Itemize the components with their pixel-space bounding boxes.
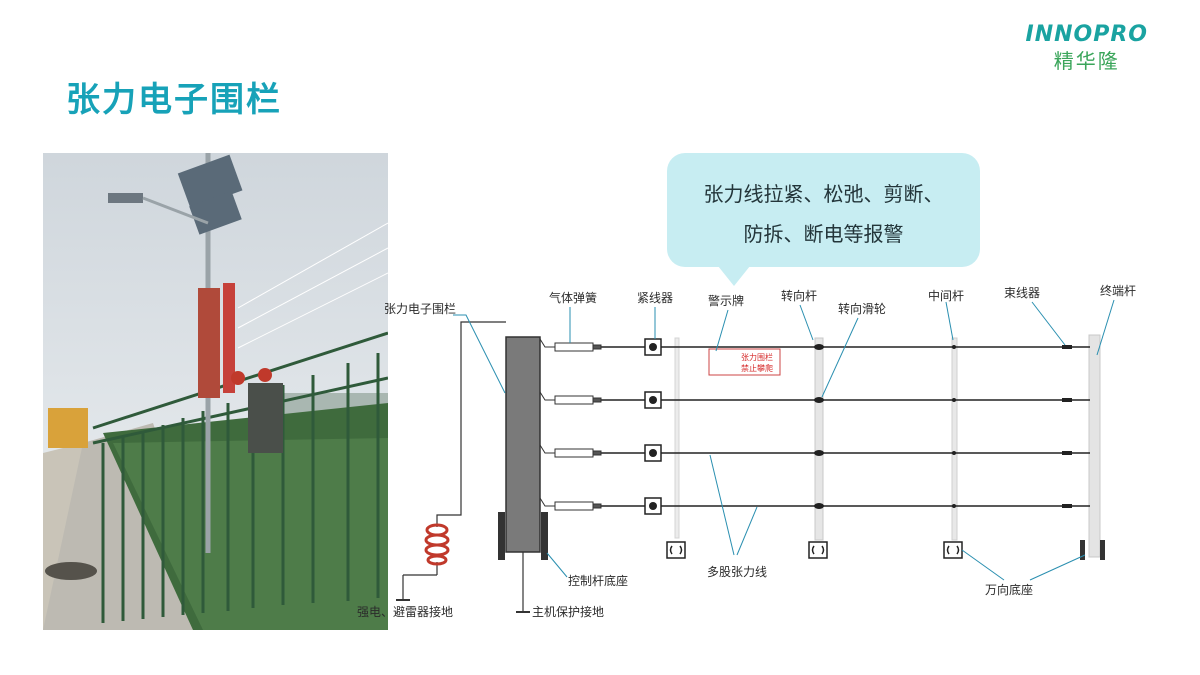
label-bundler: 束线器 [1004,286,1040,300]
label-gas-spring: 气体弹簧 [549,290,597,305]
middle-pole-clips [952,345,956,508]
wire-bundlers [1062,345,1072,508]
label-universal-base: 万向底座 [985,582,1033,597]
brand-name-cn: 精华隆 [1053,49,1120,73]
turn-pulleys [814,344,824,509]
brand-logo: INNOPRO 精华隆 [1026,22,1148,74]
label-tightener: 紧线器 [637,291,673,305]
label-end-pole: 终端杆 [1100,283,1136,298]
middle-pole [951,337,958,541]
label-host-ground: 主机保护接地 [532,604,604,619]
label-multi-wire: 多股张力线 [707,565,767,579]
brand-name-en: INNOPRO [1025,22,1148,47]
label-control-base: 控制杆底座 [568,573,628,588]
fence-photo [43,153,388,630]
label-warning-sign: 警示牌 [708,293,744,308]
wire-tighteners [644,338,662,515]
label-turn-pulley: 转向滑轮 [838,301,886,316]
control-base-left [498,512,505,560]
page-title: 张力电子围栏 [66,80,282,120]
callout-tail [718,266,750,286]
warning-sign [708,348,781,376]
label-middle-pole: 中间杆 [928,288,964,303]
tension-wires [600,346,1090,507]
callout-line-2: 防拆、断电等报警 [743,222,904,246]
lightning-arrester [424,523,450,566]
turn-pole [814,337,824,541]
gas-springs [554,342,602,511]
callout-line-1: 张力线拉紧、松弛、剪断、 [703,182,944,206]
label-lightning-ground: 强电、避雷器接地 [357,604,453,619]
control-pole-box [505,336,541,553]
warning-sign-line2: 禁止攀爬 [741,363,773,373]
fence-schematic: 张力围栏 禁止攀爬 张力电子围栏 气体弹簧 紧线器 警示牌 转向杆 转向滑轮 中… [357,283,1136,619]
label-leaders [453,299,1115,581]
pole-left [674,337,680,539]
alarm-callout-bubble [667,153,980,267]
universal-bases [666,541,963,559]
label-turn-pole: 转向杆 [781,288,817,303]
end-pole [1088,334,1101,558]
warning-sign-line1: 张力围栏 [741,352,773,362]
label-fence: 张力电子围栏 [384,301,456,316]
control-base-right [541,512,548,560]
